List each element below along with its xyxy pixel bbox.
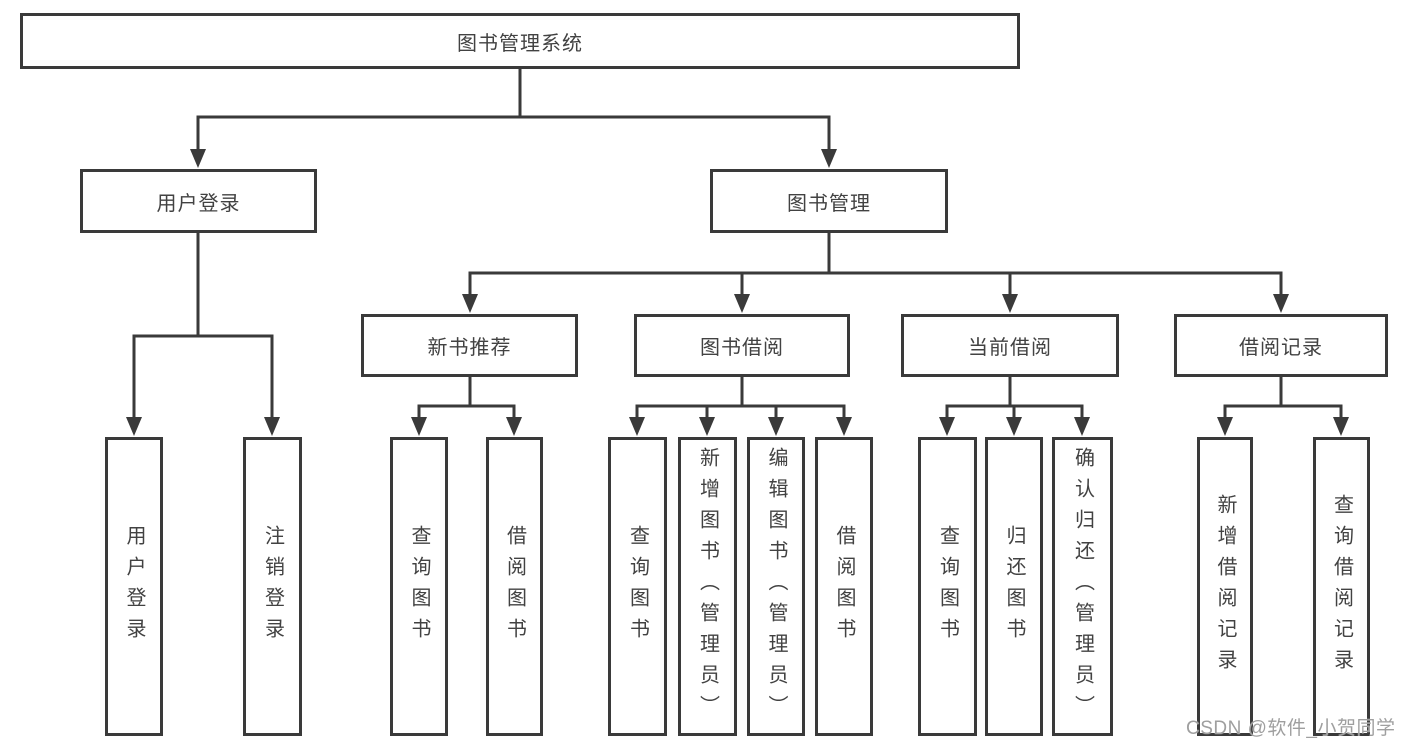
leaf-borrow-books: 借阅图书 (486, 437, 543, 736)
node-label: 当前借阅 (968, 337, 1052, 359)
connector-user-login-to-leaves (132, 231, 274, 421)
arrow-down-icon (1333, 417, 1349, 436)
csdn-watermark: CSDN @软件_小贺同学 (1186, 718, 1396, 739)
node-label: 查询借阅记录 (1330, 493, 1353, 680)
leaf-logout: 注销登录 (243, 437, 302, 736)
arrow-down-icon (462, 294, 478, 313)
node-new-book-recommendation: 新书推荐 (361, 314, 578, 377)
node-label: 图书借阅 (700, 337, 784, 359)
node-label: 新书推荐 (427, 337, 512, 359)
leaf-add-books-admin: 新增图书（管理员） (678, 437, 737, 736)
node-label: 查询图书 (936, 524, 959, 649)
connector-current-borrow-to-leaves (945, 375, 1084, 422)
arrow-down-icon (1273, 294, 1289, 313)
arrow-down-icon (264, 417, 280, 436)
arrow-down-icon (126, 417, 142, 436)
arrowheads (126, 149, 1349, 436)
arrow-down-icon (836, 417, 852, 436)
leaf-query-borrow-record: 查询借阅记录 (1313, 437, 1370, 736)
node-label: 查询图书 (626, 524, 649, 649)
arrow-down-icon (821, 149, 837, 168)
node-label: 注销登录 (261, 524, 284, 649)
node-label: 用户登录 (123, 524, 145, 649)
leaf-user-login: 用户登录 (105, 437, 163, 736)
connector-borrow-record-to-leaves (1223, 375, 1343, 422)
arrow-down-icon (768, 417, 784, 436)
arrow-down-icon (734, 294, 750, 313)
node-label: 新增图书（管理员） (696, 447, 719, 726)
connector-book-borrow-to-leaves (635, 375, 846, 422)
leaf-return-books: 归还图书 (985, 437, 1043, 736)
arrow-down-icon (1074, 417, 1090, 436)
node-label: 新增借阅记录 (1214, 493, 1236, 680)
node-book-borrowing: 图书借阅 (634, 314, 850, 377)
node-borrowing-records: 借阅记录 (1174, 314, 1388, 377)
node-label: 借阅图书 (503, 524, 526, 649)
node-label: 图书管理 (787, 192, 871, 215)
arrow-down-icon (411, 417, 427, 436)
connector-new-book-to-leaves (417, 375, 516, 422)
leaf-query-books: 查询图书 (390, 437, 448, 736)
node-label: 确认归还（管理员） (1071, 447, 1094, 726)
arrow-down-icon (629, 417, 645, 436)
leaf-confirm-return-admin: 确认归还（管理员） (1052, 437, 1113, 736)
arrow-down-icon (939, 417, 955, 436)
node-library-management-system: 图书管理系统 (20, 13, 1020, 69)
node-user-login: 用户登录 (80, 169, 317, 233)
node-label: 用户登录 (156, 192, 241, 215)
leaf-edit-books-admin: 编辑图书（管理员） (747, 437, 805, 736)
node-label: 借阅图书 (833, 524, 855, 649)
leaf-query-books: 查询图书 (918, 437, 977, 736)
node-label: 编辑图书（管理员） (765, 447, 787, 726)
node-book-management: 图书管理 (710, 169, 948, 233)
node-current-borrowing: 当前借阅 (901, 314, 1119, 377)
node-label: 图书管理系统 (457, 32, 583, 55)
node-label: 借阅记录 (1239, 337, 1323, 359)
connector-root-to-level2 (196, 67, 831, 153)
leaf-add-borrow-record: 新增借阅记录 (1197, 437, 1253, 736)
arrow-down-icon (1217, 417, 1233, 436)
arrow-down-icon (1002, 294, 1018, 313)
arrow-down-icon (1006, 417, 1022, 436)
arrow-down-icon (699, 417, 715, 436)
node-label: 查询图书 (408, 524, 430, 649)
leaf-borrow-books: 借阅图书 (815, 437, 873, 736)
node-label: 归还图书 (1003, 524, 1025, 649)
leaf-query-books: 查询图书 (608, 437, 667, 736)
arrow-down-icon (190, 149, 206, 168)
connector-book-mgmt-to-sections (468, 231, 1283, 299)
arrow-down-icon (506, 417, 522, 436)
